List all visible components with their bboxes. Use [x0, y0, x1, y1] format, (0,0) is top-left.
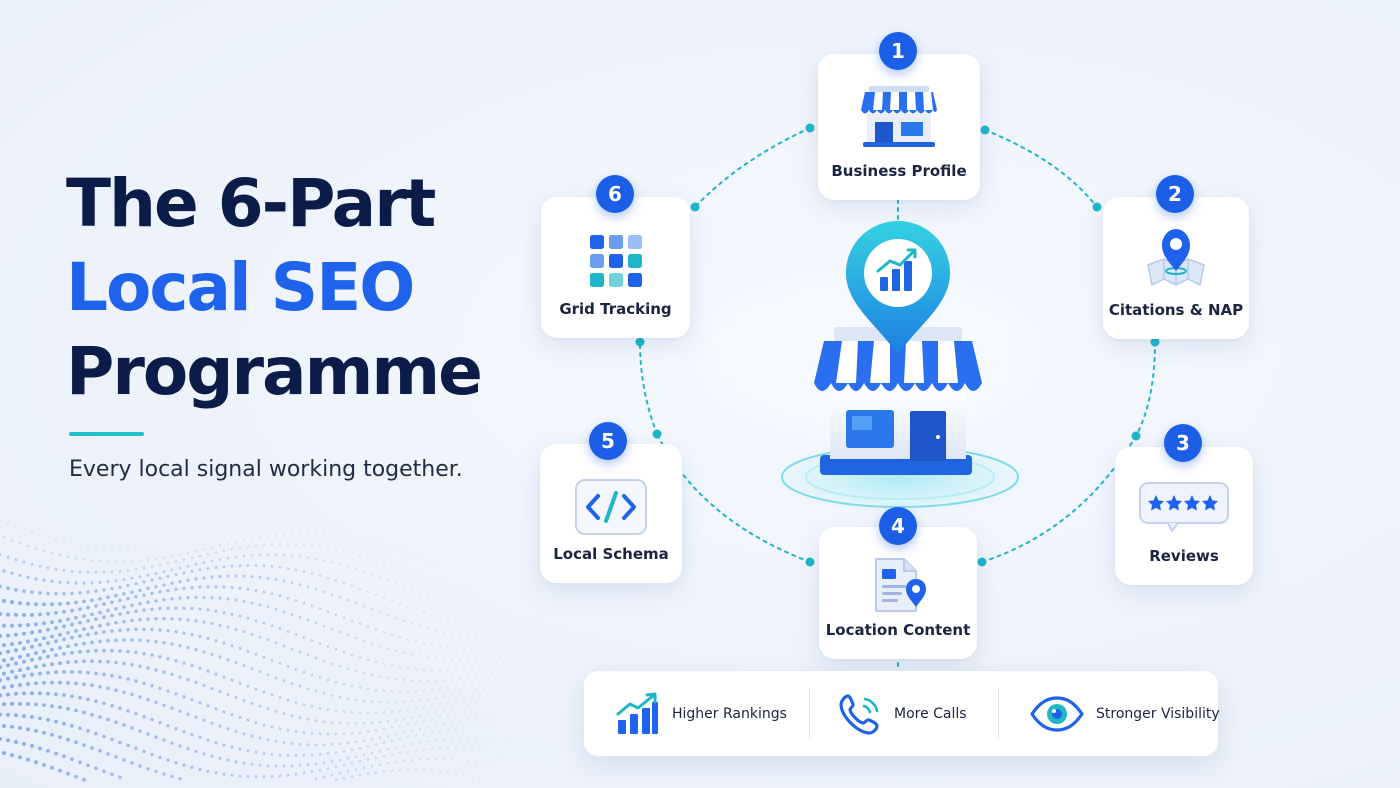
grid-icon [589, 235, 642, 287]
benefit-more-calls: More Calls [838, 671, 967, 756]
headline-divider [69, 432, 144, 436]
step-label-location-content: Location Content [825, 621, 971, 639]
step-card-location-content[interactable]: Location Content [819, 527, 977, 659]
trending-chart-icon [616, 692, 658, 734]
benefit-label-higher-rankings: Higher Rankings [672, 705, 787, 722]
headline-line-3: Programme [66, 333, 483, 410]
benefit-label-more-calls: More Calls [894, 705, 967, 722]
eye-icon [1030, 695, 1084, 732]
tagline: Every local signal working together. [69, 457, 463, 482]
benefit-stronger-visibility: Stronger Visibility [1030, 671, 1220, 756]
benefits-bar: Higher Rankings More Calls Stronger Visi… [584, 671, 1220, 756]
document-location-icon [875, 558, 926, 612]
step-label-citations-nap: Citations & NAP [1108, 301, 1244, 319]
headline-line-2: Local SEO [66, 249, 415, 326]
step-card-business-profile[interactable]: Business Profile [818, 54, 980, 200]
step-label-grid-tracking: Grid Tracking [559, 300, 672, 318]
benefit-divider [998, 689, 999, 739]
step-badge-5: 5 [589, 422, 627, 460]
code-icon [575, 479, 647, 535]
step-card-reviews[interactable]: Reviews [1115, 447, 1253, 585]
step-badge-4: 4 [879, 507, 917, 545]
benefit-divider [809, 689, 810, 739]
step-badge-3: 3 [1164, 424, 1202, 462]
step-card-grid-tracking[interactable]: Grid Tracking [541, 197, 690, 338]
central-store-illustration [770, 221, 1030, 515]
step-badge-2: 2 [1156, 175, 1194, 213]
step-badge-1: 1 [879, 32, 917, 70]
storefront-icon [861, 86, 937, 147]
phone-icon [839, 693, 879, 735]
benefit-higher-rankings: Higher Rankings [616, 671, 787, 756]
star-rating-icon [1139, 482, 1229, 532]
dotted-wave-decoration [0, 518, 513, 782]
step-label-local-schema: Local Schema [553, 545, 669, 563]
step-card-local-schema[interactable]: Local Schema [540, 444, 682, 583]
headline: The 6-Part Local SEO Programme [66, 162, 483, 414]
headline-line-1: The 6-Part [66, 165, 436, 242]
step-card-citations-nap[interactable]: Citations & NAP [1103, 197, 1249, 339]
benefit-label-stronger-visibility: Stronger Visibility [1096, 705, 1220, 722]
step-badge-6: 6 [596, 175, 634, 213]
map-pin-icon [1147, 229, 1205, 287]
step-label-business-profile: Business Profile [831, 162, 967, 180]
step-label-reviews: Reviews [1149, 547, 1219, 565]
